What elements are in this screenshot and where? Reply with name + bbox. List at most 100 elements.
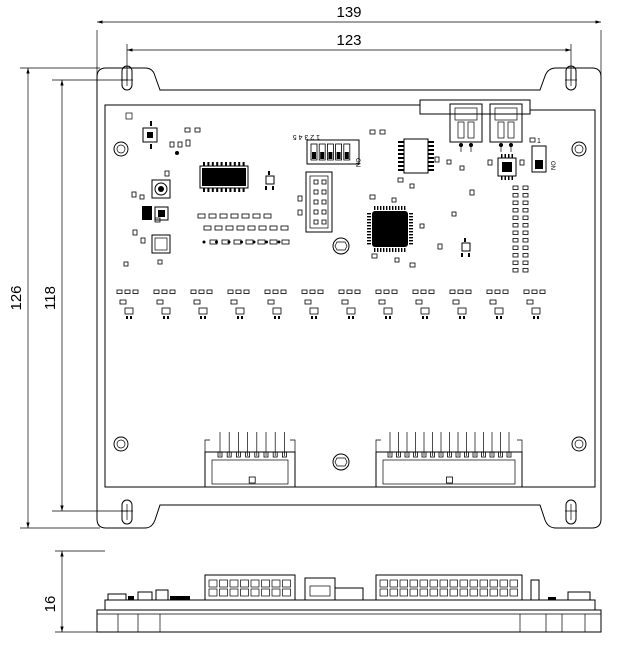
resistor <box>263 213 272 219</box>
resistor <box>420 289 427 294</box>
pin-foot <box>481 451 486 458</box>
dip-lever <box>328 152 333 159</box>
chip-pin <box>428 149 434 151</box>
resistor <box>531 289 538 294</box>
via <box>227 240 231 244</box>
chip-pin <box>428 161 434 163</box>
resistor <box>522 253 529 258</box>
resistor <box>522 260 529 265</box>
contact-cell <box>389 579 398 588</box>
output-channel-row <box>116 289 546 319</box>
chip-pin <box>242 188 245 192</box>
center-standoff-bottom <box>332 453 350 471</box>
transistor <box>494 307 504 315</box>
resistor <box>257 239 266 245</box>
diode <box>415 299 423 305</box>
chip-pin <box>367 231 371 233</box>
via <box>277 240 281 244</box>
resistor <box>243 289 250 294</box>
chip-pin <box>409 237 413 239</box>
chip-pin <box>367 237 371 239</box>
pin-foot <box>217 451 223 458</box>
chip-pin <box>377 206 379 210</box>
dip-lever <box>312 152 316 159</box>
dip-lever <box>336 152 341 159</box>
contact-cell <box>240 579 249 588</box>
pin-foot <box>281 451 287 458</box>
small-pad <box>487 159 493 166</box>
resistor <box>522 193 529 198</box>
contact-cell <box>219 588 228 597</box>
chip-pin <box>409 225 413 227</box>
resistor <box>512 230 519 235</box>
dip-slot <box>310 143 318 161</box>
contact-cell <box>219 579 228 588</box>
chip-pin <box>401 248 403 252</box>
contact-cell <box>229 579 239 588</box>
chip-pin <box>216 188 219 192</box>
resistor <box>539 289 546 294</box>
resistor <box>280 289 287 294</box>
header-pin <box>321 179 327 185</box>
pin-foot <box>272 451 278 458</box>
soic-chip-left <box>199 165 249 189</box>
chip-pin <box>398 141 404 143</box>
dim-hole-spacing-width: 123 <box>336 32 361 49</box>
resistor <box>281 239 290 245</box>
chip-pin <box>401 206 403 210</box>
chip-pin <box>508 154 510 158</box>
diode <box>119 299 127 305</box>
dip-switch-numbers-label: 1 2 3 4 5 <box>293 133 320 140</box>
contact-cell <box>282 579 291 588</box>
resistor <box>206 289 213 294</box>
resistor <box>512 238 519 243</box>
pin-foot <box>421 451 427 458</box>
resistor <box>512 185 519 190</box>
small-components-cluster-1 <box>169 127 201 155</box>
small-ic-8pin <box>497 154 517 180</box>
resistor <box>190 289 197 294</box>
resistor <box>512 193 519 198</box>
chip-pin <box>233 188 236 192</box>
sot-transistor-1 <box>265 171 275 190</box>
resistor <box>241 213 250 219</box>
contact-cell <box>499 579 508 588</box>
chip-pin <box>211 188 214 192</box>
chip-pin <box>428 169 434 171</box>
pin <box>126 316 128 319</box>
pin <box>533 316 535 319</box>
resistor <box>208 213 217 219</box>
chip-pin <box>211 162 214 166</box>
chip-pin <box>377 248 379 252</box>
chip-pin <box>389 206 391 210</box>
header-pin <box>313 209 319 215</box>
chip-pin <box>216 162 219 166</box>
chip-pin <box>367 234 371 236</box>
base-plate-outline <box>96 67 602 529</box>
pin-foot <box>413 451 418 458</box>
chip-pin <box>392 206 394 210</box>
chip-pin <box>398 206 400 210</box>
dim-side-thickness: 16 <box>42 596 59 613</box>
contact-cell <box>208 588 218 597</box>
chip-pin <box>409 228 413 230</box>
chip-pin <box>238 188 241 192</box>
resistor <box>522 208 529 213</box>
resistor <box>428 289 435 294</box>
resistor <box>354 289 361 294</box>
contact-cell <box>208 579 218 588</box>
resistor <box>512 223 519 228</box>
contact-cell <box>409 579 418 588</box>
chip-pin <box>392 248 394 252</box>
resistor <box>383 289 390 294</box>
contact-cell <box>449 588 458 597</box>
contact-cell <box>419 579 428 588</box>
resistor <box>522 215 529 220</box>
resistor <box>214 225 223 231</box>
chip-pin <box>395 206 397 210</box>
small-pad <box>297 209 303 216</box>
contact-cell <box>469 588 478 597</box>
contact-cell <box>459 579 468 588</box>
jst-connector-1 <box>449 103 483 152</box>
chip-pin <box>367 219 371 221</box>
